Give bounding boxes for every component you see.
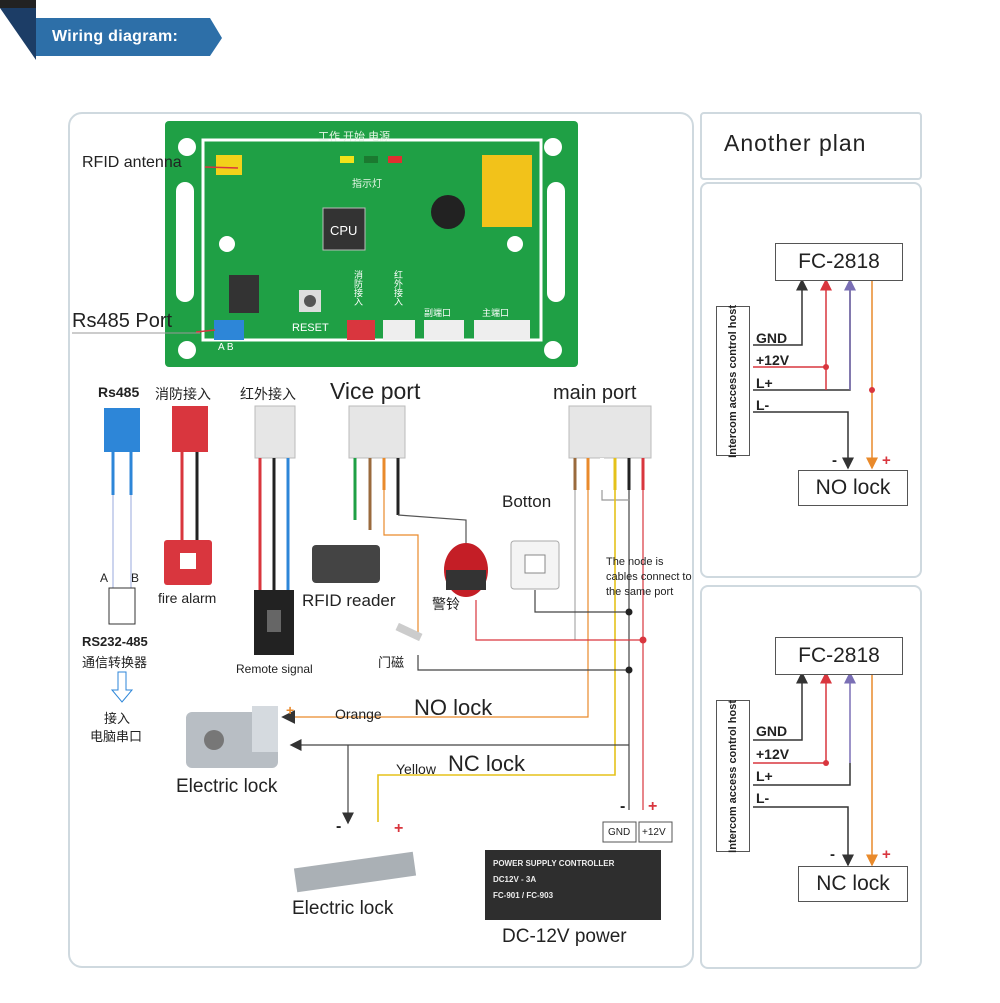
- node-note-3: the same port: [606, 586, 674, 598]
- fire-in-label: 消防接入: [155, 386, 211, 402]
- plan-2-pin-lminus: L-: [756, 790, 770, 806]
- plan-2-host-label: Intercom access control host: [727, 699, 739, 853]
- no-lock-label: NO lock: [414, 695, 493, 720]
- yellow-label: Yellow: [396, 761, 436, 777]
- board-main-port: 主端口: [482, 308, 510, 318]
- b-label: B: [131, 571, 140, 585]
- plan-1-lock: NO lock: [798, 470, 908, 506]
- another-plan-title-panel: [700, 112, 922, 180]
- orange-label: Orange: [335, 706, 382, 722]
- plan-2-pin-12v: +12V: [756, 746, 790, 762]
- plan-2-host: Intercom access control host: [716, 700, 750, 852]
- converter-label-2: 通信转换器: [82, 655, 148, 670]
- plan-1-pin-lminus: L-: [756, 397, 770, 413]
- electric-lock-label-1: Electric lock: [176, 776, 278, 797]
- plan-1-minus: -: [832, 452, 837, 469]
- minus-label-1: -: [336, 818, 342, 835]
- board-vice-port: 副端口: [424, 308, 452, 318]
- plan-1-wiring: [708, 204, 908, 558]
- plan-2-pin-gnd: GND: [756, 723, 788, 739]
- plan-2-minus: -: [830, 846, 835, 863]
- main-port-label: main port: [553, 382, 637, 404]
- remote-signal-label: Remote signal: [236, 662, 313, 676]
- minus-label-2: -: [620, 798, 626, 815]
- rfid-antenna-label: RFID antenna: [82, 154, 182, 171]
- plan-1-pin-12v: +12V: [756, 352, 790, 368]
- plan-1-host: Intercom access control host: [716, 304, 750, 458]
- plan-2-lock: NC lock: [798, 866, 908, 902]
- psu-line-2: DC12V - 3A: [493, 875, 537, 884]
- plan-1-pin-lplus: L+: [756, 375, 773, 391]
- plan-2-plus: +: [882, 846, 891, 863]
- plan-1-device: FC-2818: [775, 243, 903, 281]
- another-plan-title: Another plan: [724, 130, 867, 156]
- v12-terminal-label: +12V: [642, 827, 666, 838]
- plus-label-1: +: [394, 820, 404, 837]
- plan-2-device: FC-2818: [775, 637, 903, 675]
- board-fire-port: 消防接入: [353, 270, 363, 306]
- psu-line-3: FC-901 / FC-903: [493, 891, 554, 900]
- psu-line-1: POWER SUPPLY CONTROLLER: [493, 859, 615, 868]
- plan-2-wiring: [718, 593, 906, 867]
- plus-label-2: +: [286, 702, 295, 718]
- board-ir-port: 红外接入: [393, 270, 403, 306]
- plan-1-pin-gnd: GND: [756, 330, 788, 346]
- pc-label-2: 电脑串口: [90, 729, 143, 744]
- converter-label-1: RS232-485: [82, 634, 148, 649]
- door-sensor-label: 门磁: [378, 655, 405, 670]
- board-ab: A B: [218, 342, 234, 353]
- board-led-labels: 工作 开始 电源: [318, 131, 391, 143]
- power-supply: POWER SUPPLY CONTROLLER DC12V - 3A FC-90…: [485, 850, 661, 920]
- banner-ribbon: [0, 0, 222, 60]
- pc-label-1: 接入: [104, 711, 131, 726]
- board-reset: RESET: [292, 322, 329, 334]
- rs485-port-label: Rs485 Port: [72, 310, 173, 332]
- node-note-2: cables connect to: [606, 571, 692, 583]
- siren-label: 警铃: [432, 596, 460, 612]
- botton-label: Botton: [502, 492, 552, 511]
- node-note-1: The node is: [606, 556, 664, 568]
- nc-lock-label: NC lock: [448, 751, 526, 776]
- board-cpu: CPU: [330, 223, 358, 238]
- electric-lock-label-2: Electric lock: [292, 898, 394, 919]
- gnd-terminal-label: GND: [608, 827, 631, 838]
- dc-power-label: DC-12V power: [502, 926, 627, 947]
- plan-1-host-label: Intercom access control host: [727, 304, 739, 458]
- a-label: A: [100, 571, 109, 585]
- vice-port-label: Vice port: [330, 378, 421, 404]
- banner-title: Wiring diagram:: [52, 28, 179, 45]
- plus-label-3: +: [648, 798, 658, 815]
- plan-2-pin-lplus: L+: [756, 768, 773, 784]
- controller-board: [165, 121, 578, 367]
- rfid-reader-label: RFID reader: [302, 591, 396, 610]
- ir-in-label: 红外接入: [240, 386, 296, 402]
- board-led-caption: 指示灯: [352, 179, 382, 190]
- plan-1-plus: +: [882, 452, 891, 469]
- fire-alarm-label: fire alarm: [158, 590, 217, 606]
- rs485-label: Rs485: [98, 384, 140, 400]
